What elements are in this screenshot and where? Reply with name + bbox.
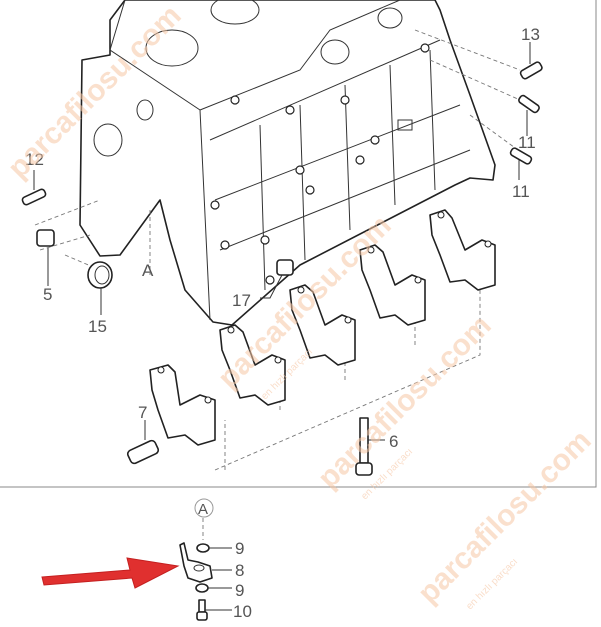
dowel-pin-12 [21,188,47,206]
callout-a-ref: A [198,501,208,518]
red-arrow-indicator [41,557,180,589]
callout-6: 6 [389,432,398,451]
callout-17: 17 [232,291,251,310]
dowel-pin-11a [518,94,540,114]
callout-a-circle [194,498,214,518]
callout-a: A [142,261,154,280]
callout-13: 13 [521,25,540,44]
bushing-5 [36,229,55,247]
washer-9-bottom [195,583,209,593]
callout-12: 12 [25,150,44,169]
callout-9-upper: 9 [235,539,244,558]
callout-9-lower: 9 [235,581,244,600]
plug-7 [126,439,160,465]
seal-15 [87,261,113,289]
oil-jet-8 [179,542,213,583]
bearing-caps [149,209,496,446]
callout-10: 10 [233,602,252,621]
cylinder-block [79,0,496,326]
bushing-17 [276,259,294,276]
callout-11-upper: 11 [518,133,536,152]
callout-leaders [33,42,531,611]
callout-5: 5 [43,285,52,304]
dowel-pin-13 [519,61,543,80]
callout-8: 8 [235,561,244,580]
bolt-10 [196,599,208,621]
svg-text:parcafilosu.com: parcafilosu.com [412,424,598,610]
callout-11-lower: 11 [512,182,530,201]
dowel-pin-11b [509,147,533,165]
diagram-frame [0,0,597,488]
callout-15: 15 [88,317,107,336]
callout-7: 7 [138,403,147,422]
washer-9-top [196,543,210,553]
